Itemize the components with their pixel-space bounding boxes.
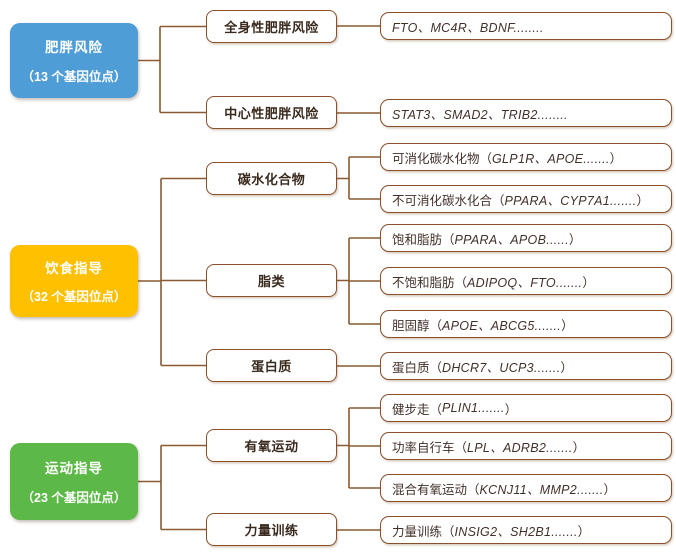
category-central-obesity-risk: 中心性肥胖风险 (206, 96, 337, 129)
gene-box-prefix: 功率自行车 (392, 440, 455, 455)
group-diet-guidance: 饮食指导 （32 个基因位点） (10, 245, 138, 317)
open-paren: （ (454, 440, 468, 455)
open-paren: （ (429, 402, 443, 417)
open-paren: （ (454, 275, 468, 290)
open-paren: （ (479, 151, 493, 166)
open-paren: （ (492, 193, 505, 208)
close-paren: ） (609, 151, 623, 166)
group-label: 运动指导 (45, 461, 103, 476)
gene-box-saturated-fat: 饱和脂肪（PPARA、APOB......） (380, 224, 672, 252)
gene-box-central-obesity: STAT3、SMAD2、TRIB2........ (380, 99, 672, 127)
close-paren: ） (504, 402, 518, 417)
gene-box-digestible-carbs: 可消化碳水化物（GLP1R、APOE.......） (380, 143, 672, 171)
group-loci-count: （13 个基因位点） (21, 69, 127, 84)
open-paren: （ (467, 482, 480, 497)
gene-box-strength-training: 力量训练（INSIG2、SH2B1.......） (380, 516, 672, 544)
gene-box-power-cycling: 功率自行车（LPL、ADRB2.......） (380, 432, 672, 460)
category-protein: 蛋白质 (206, 349, 337, 382)
gene-box-prefix: 饱和脂肪 (392, 232, 443, 247)
close-paren: ） (568, 232, 582, 247)
gene-box-indigestible-carbs: 不可消化碳水化合（PPARA、CYP7A1.......） (380, 185, 672, 213)
close-paren: ） (560, 360, 573, 375)
category-strength-training: 力量训练 (206, 513, 337, 546)
gene-box-prefix: 不饱和脂肪 (392, 275, 455, 290)
open-paren: （ (429, 318, 443, 333)
gene-list: STAT3、SMAD2、TRIB2........ (392, 107, 568, 122)
gene-list: PPARA、APOB...... (454, 232, 569, 247)
gene-list: PPARA、CYP7A1....... (504, 193, 637, 208)
group-label: 饮食指导 (45, 261, 103, 277)
close-paren: ） (577, 524, 591, 539)
gene-list: LPL、ADRB2....... (467, 440, 573, 455)
gene-box-prefix: 力量训练 (392, 524, 443, 539)
group-loci-count: （32 个基因位点） (21, 289, 127, 304)
gene-box-prefix: 混合有氧运动 (392, 482, 468, 497)
gene-list: ADIPOQ、FTO....... (467, 275, 583, 290)
open-paren: （ (442, 524, 455, 539)
open-paren: （ (429, 360, 443, 375)
gene-box-brisk-walking: 健步走（PLIN1.......） (380, 394, 672, 422)
close-paren: ） (582, 275, 595, 290)
category-carbohydrates: 碳水化合物 (206, 162, 337, 195)
category-systemic-obesity-risk: 全身性肥胖风险 (206, 10, 337, 43)
group-obesity-risk: 肥胖风险 （13 个基因位点） (10, 23, 138, 98)
gene-box-systemic-obesity: FTO、MC4R、BDNF........ (380, 12, 672, 40)
gene-list: FTO、MC4R、BDNF........ (392, 20, 544, 35)
gene-box-prefix: 蛋白质 (392, 360, 430, 375)
gene-box-unsaturated-fat: 不饱和脂肪（ADIPOQ、FTO.......） (380, 267, 672, 295)
gene-list: PLIN1....... (442, 401, 505, 415)
gene-box-protein: 蛋白质（DHCR7、UCP3.......） (380, 352, 672, 380)
gene-box-prefix: 胆固醇 (392, 318, 430, 333)
gene-list: KCNJ11、MMP2....... (479, 482, 604, 497)
gene-box-prefix: 不可消化碳水化合 (392, 193, 493, 208)
gene-list: DHCR7、UCP3....... (442, 360, 561, 375)
category-aerobic-exercise: 有氧运动 (206, 429, 337, 462)
gene-box-prefix: 健步走 (392, 402, 430, 417)
gene-list: INSIG2、SH2B1....... (454, 524, 578, 539)
gene-box-cholesterol: 胆固醇（APOE、ABCG5.......） (380, 310, 672, 338)
close-paren: ） (603, 482, 616, 497)
gene-box-prefix: 可消化碳水化物 (392, 151, 480, 166)
gene-list: GLP1R、APOE....... (492, 151, 610, 166)
close-paren: ） (572, 440, 586, 455)
gene-list: APOE、ABCG5....... (442, 318, 562, 333)
group-label: 肥胖风险 (45, 40, 103, 56)
group-loci-count: （23 个基因位点） (21, 491, 127, 505)
close-paren: ） (636, 193, 649, 208)
group-exercise-guidance: 运动指导 （23 个基因位点） (10, 443, 138, 520)
close-paren: ） (561, 318, 574, 333)
open-paren: （ (442, 232, 455, 247)
gene-box-mixed-aerobic: 混合有氧运动（KCNJ11、MMP2.......） (380, 474, 672, 502)
category-lipids: 脂类 (206, 264, 337, 297)
